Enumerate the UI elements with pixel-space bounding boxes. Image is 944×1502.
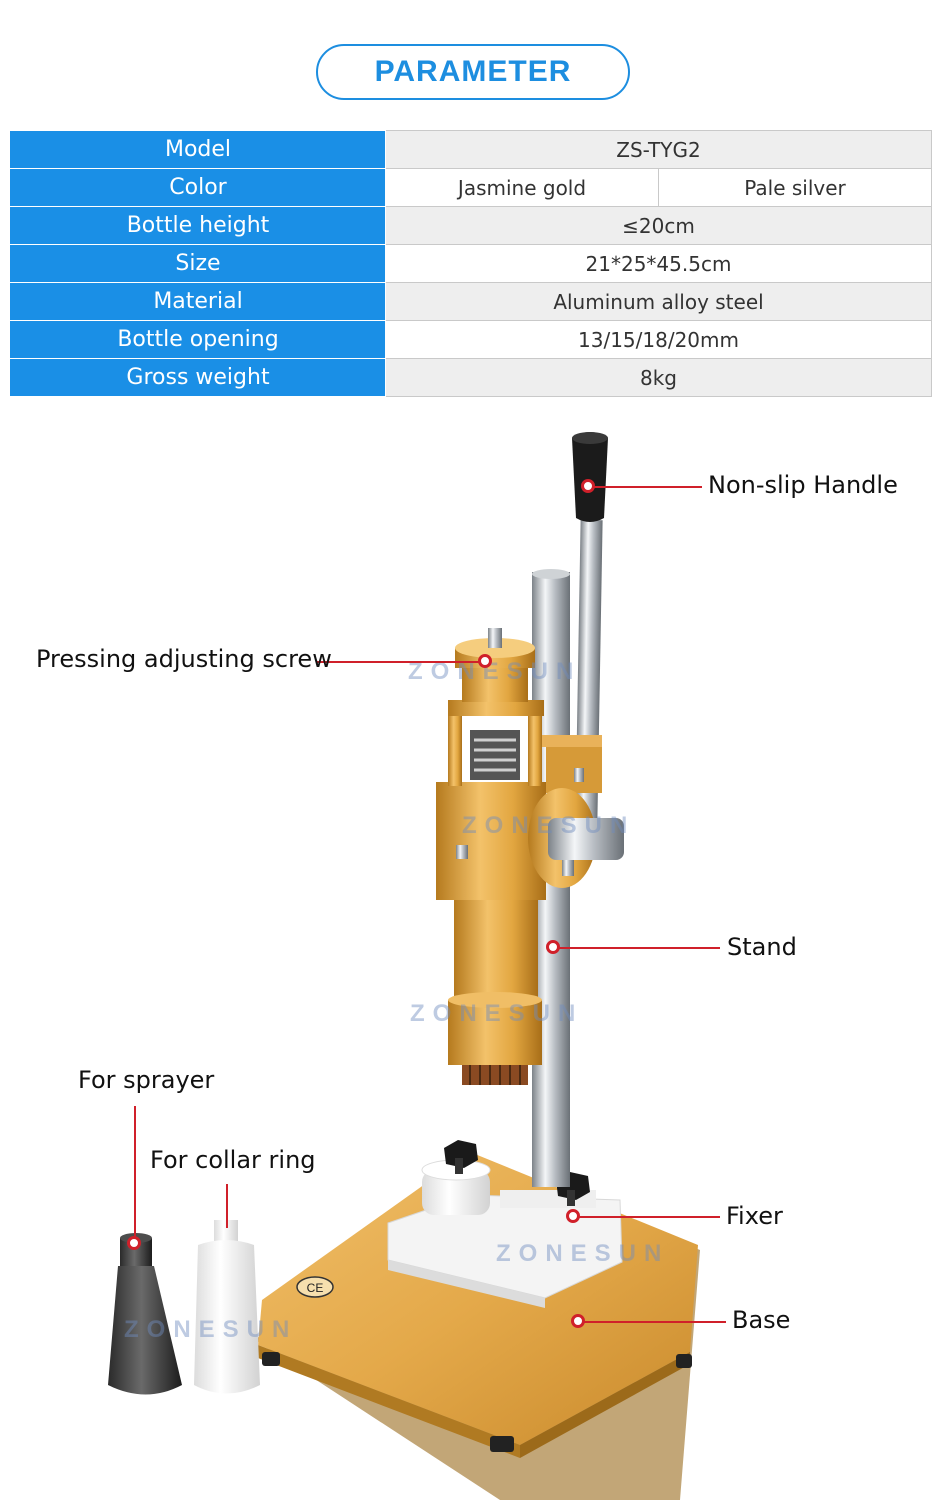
page-title: PARAMETER xyxy=(316,44,630,100)
pointer-dot xyxy=(127,1236,141,1250)
callout-collar: For collar ring xyxy=(150,1146,316,1174)
table-row: Model ZS-TYG2 xyxy=(10,130,932,169)
pointer-dot xyxy=(478,654,492,668)
table-row: Gross weight 8kg xyxy=(10,358,932,397)
row-label: Color xyxy=(10,168,386,207)
callout-sprayer: For sprayer xyxy=(78,1066,215,1094)
table-row: Bottle opening 13/15/18/20mm xyxy=(10,320,932,359)
table-row: Material Aluminum alloy steel xyxy=(10,282,932,321)
row-label: Size xyxy=(10,244,386,283)
watermark: ZONESUN xyxy=(410,1000,584,1027)
row-label: Model xyxy=(10,130,386,169)
pointer-dot xyxy=(566,1209,580,1223)
ce-mark: CE xyxy=(307,1281,324,1295)
callout-base: Base xyxy=(732,1306,791,1334)
row-label: Bottle opening xyxy=(10,320,386,359)
row-value: ZS-TYG2 xyxy=(385,130,932,169)
pointer-dot xyxy=(546,940,560,954)
row-value: 8kg xyxy=(385,358,932,397)
row-label: Gross weight xyxy=(10,358,386,397)
table-row: Bottle height ≤20cm xyxy=(10,206,932,245)
pointer-dot xyxy=(571,1314,585,1328)
row-label: Bottle height xyxy=(10,206,386,245)
row-value: 21*25*45.5cm xyxy=(385,244,932,283)
row-label: Material xyxy=(10,282,386,321)
spec-table: Model ZS-TYG2 Color Jasmine gold Pale si… xyxy=(10,130,932,397)
machine-illustration: CE xyxy=(108,432,700,1500)
callout-stand: Stand xyxy=(727,933,797,961)
table-row: Size 21*25*45.5cm xyxy=(10,244,932,283)
watermark: ZONESUN xyxy=(462,812,636,839)
watermark: ZONESUN xyxy=(124,1316,298,1343)
callout-fixer: Fixer xyxy=(726,1202,783,1230)
pointer-dot xyxy=(581,479,595,493)
row-value: Pale silver xyxy=(658,168,932,207)
callout-screw: Pressing adjusting screw xyxy=(36,645,332,673)
table-row: Color Jasmine gold Pale silver xyxy=(10,168,932,207)
row-value: Jasmine gold xyxy=(385,168,659,207)
watermark: ZONESUN xyxy=(496,1240,670,1267)
row-value: 13/15/18/20mm xyxy=(385,320,932,359)
row-value: Aluminum alloy steel xyxy=(385,282,932,321)
callout-handle: Non-slip Handle xyxy=(708,471,898,499)
row-value: ≤20cm xyxy=(385,206,932,245)
